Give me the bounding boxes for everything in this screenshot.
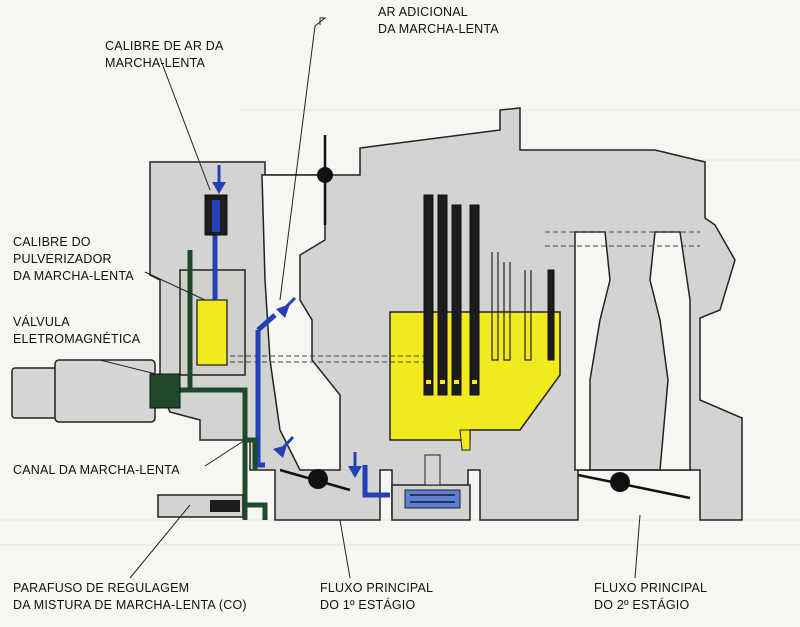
label-calibre-pulverizador: CALIBRE DO PULVERIZADOR DA MARCHA-LENTA [13,235,134,283]
label-parafuso: PARAFUSO DE REGULAGEM DA MISTURA DE MARC… [13,581,247,612]
flow-arrows [212,165,362,478]
leader-lines [99,17,641,579]
emulsion-tubes [491,252,532,361]
throttle-shaft-2 [610,472,630,492]
solenoid-valve [11,359,181,423]
accelerator-pump [391,454,471,521]
throttle-shaft-1 [308,469,328,489]
choke-plate [317,135,333,225]
mixture-screw [157,494,244,518]
label-fluxo-2: FLUXO PRINCIPAL DO 2º ESTÁGIO [594,581,708,612]
idle-air-jet-core [212,200,220,232]
label-valvula: VÁLVULA ELETROMAGNÉTICA [13,315,141,346]
label-canal: CANAL DA MARCHA-LENTA [13,463,180,477]
label-calibre-ar: CALIBRE DE AR DA MARCHA-LENTA [105,39,224,70]
label-fluxo-1: FLUXO PRINCIPAL DO 1º ESTÁGIO [320,581,434,612]
jet-rings [426,380,477,384]
venturi-1-bore [261,174,341,471]
label-ar-adicional: AR ADICIONAL DA MARCHA-LENTA [378,5,499,36]
fuel-idle-well [196,299,228,366]
dashed-passages [230,231,700,363]
main-jets [423,194,555,396]
fuel-channel-bottom [459,429,471,451]
venturi-2-bore [574,231,691,471]
idle-fuel-channel [180,250,268,520]
